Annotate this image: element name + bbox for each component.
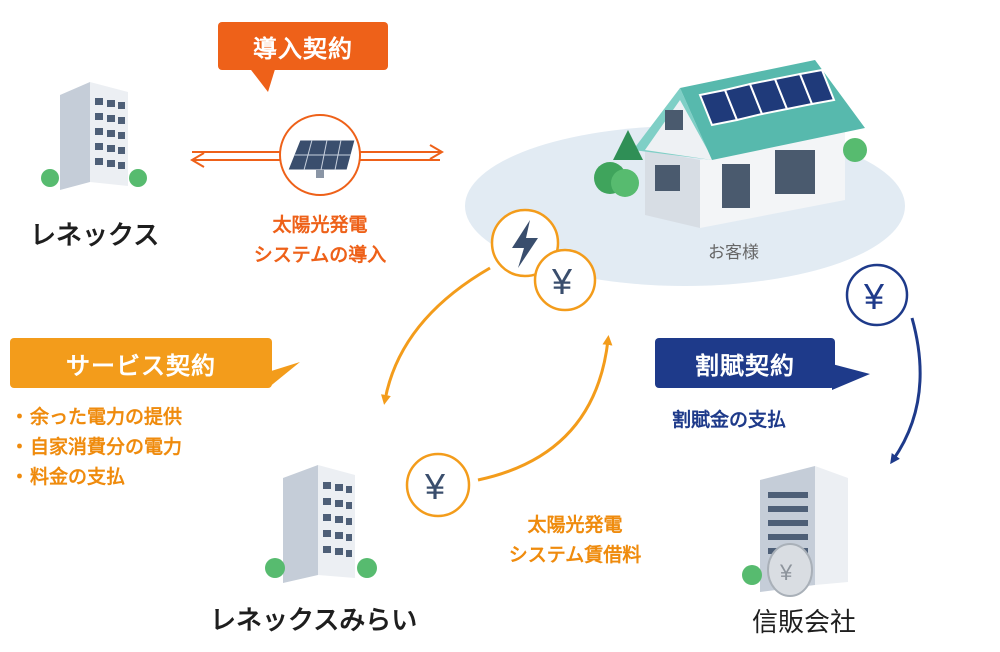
house-icon (594, 60, 867, 228)
installment-contract-tag: 割賦契約 (655, 338, 835, 388)
service-detail-item-continued: 料金の支払 (10, 462, 182, 492)
introduction-detail: 太陽光発電 システムの導入 (250, 210, 390, 270)
service-detail-item: 自家消費分の電力 (10, 432, 182, 462)
rental-fee-line: システム賃借料 (508, 544, 642, 566)
svg-text:¥: ¥ (424, 466, 446, 507)
credit-company-label: 信販会社 (752, 608, 857, 638)
introduction-detail-line: システムの導入 (253, 244, 387, 266)
introduction-tag-pointer (248, 66, 276, 92)
installment-tag-pointer (832, 364, 870, 390)
rental-fee-flow-arrow (477, 335, 613, 482)
service-detail-item: 余った電力の提供 (10, 402, 182, 432)
installment-detail: 割賦金の支払 (672, 409, 787, 431)
renex-mirai-label: レネックスみらい (210, 606, 418, 636)
customer-label: お客様 (708, 243, 759, 262)
rental-fee-detail: 太陽光発電 システム賃借料 (490, 510, 660, 570)
office-building-icon (265, 465, 377, 583)
service-detail: 余った電力の提供 自家消費分の電力 料金の支払 (10, 402, 182, 492)
renex-label: レネックス (30, 221, 160, 251)
service-contract-label: サービス契約 (66, 351, 216, 380)
svg-text:¥: ¥ (551, 261, 573, 302)
introduction-contract-tag: 導入契約 (218, 22, 388, 70)
solar-panel-icon (279, 114, 361, 196)
installment-contract-label: 割賦契約 (695, 351, 795, 380)
svg-text:¥: ¥ (863, 276, 885, 317)
service-contract-tag: サービス契約 (10, 338, 272, 388)
introduction-contract-label: 導入契約 (253, 34, 353, 63)
installment-flow-arrow (890, 317, 922, 465)
yen-icon: ¥ (845, 263, 909, 327)
power-flow-arrow (381, 266, 491, 405)
introduction-detail-line: 太陽光発電 (272, 214, 368, 236)
office-building-icon (41, 82, 147, 190)
yen-icon: ¥ (405, 452, 471, 518)
coin-icon: ¥ (767, 543, 813, 597)
rental-fee-line: 太陽光発電 (527, 514, 623, 536)
yen-icon: ¥ (533, 248, 597, 312)
svg-text:¥: ¥ (779, 560, 793, 585)
service-tag-pointer (268, 362, 300, 388)
